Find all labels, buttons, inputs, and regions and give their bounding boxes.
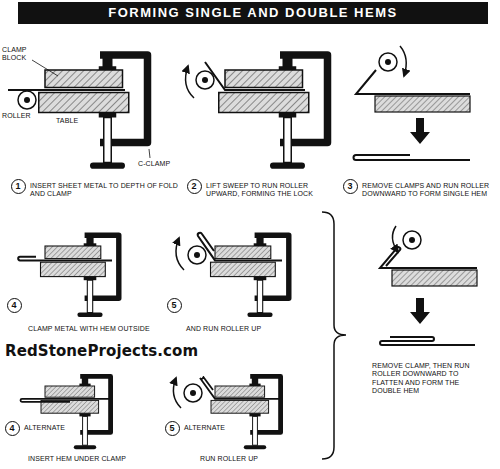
step-3-figure-part <box>379 53 397 71</box>
title: FORMING SINGLE AND DOUBLE HEMS <box>108 5 397 21</box>
step-4-figure-part <box>41 235 119 317</box>
step-3-figure-part <box>375 96 470 112</box>
step-1-figure <box>8 55 150 169</box>
bracket <box>322 212 346 459</box>
step-caption: AND RUN ROLLER UP <box>186 325 316 333</box>
double-hem-figure-part <box>403 231 421 249</box>
step-caption: INSERT HEM UNDER CLAMP <box>28 455 126 463</box>
step-4-alternate-figure-part <box>21 399 113 402</box>
step-number-text: 5 <box>171 300 176 310</box>
alternate-note: ALTERNATE <box>24 424 65 432</box>
motion-arrow <box>186 66 194 98</box>
step-number: 5 <box>167 298 182 313</box>
alternate-note: ALTERNATE <box>184 424 225 432</box>
step-5-figure-part <box>198 233 282 261</box>
step-5-alternate-figure-part <box>211 376 281 449</box>
step-4-alternate-figure <box>21 376 113 449</box>
step-2-figure-part <box>219 55 328 169</box>
step-2-figure-part <box>205 62 305 90</box>
step-caption: RUN ROLLER UP <box>200 455 258 463</box>
part-label: CLAMP BLOCK <box>2 46 36 63</box>
step-caption: LIFT SWEEP TO RUN ROLLER UPWARD, FORMING… <box>206 182 334 199</box>
motion-arrow <box>392 226 398 252</box>
step-3-figure <box>354 46 470 160</box>
step-caption: INSERT SHEET METAL TO DEPTH OF FOLD AND … <box>30 182 178 199</box>
part-label: C-CLAMP <box>138 160 170 168</box>
step-number-text: 1 <box>15 181 20 191</box>
step-4-figure <box>18 235 119 317</box>
double-hem-figure-part <box>392 270 477 286</box>
down-arrow <box>410 118 430 144</box>
step-caption: CLAMP METAL WITH HEM OUTSIDE <box>28 325 168 333</box>
motion-arrow <box>173 378 181 408</box>
step-4-alternate-figure-part <box>41 376 111 449</box>
title-bar <box>18 2 488 24</box>
step-number: 4 <box>5 421 20 436</box>
step-number: 4 <box>7 298 22 313</box>
motion-arrow <box>176 238 184 270</box>
step-number: 2 <box>187 179 202 194</box>
part-label: TABLE <box>56 117 78 125</box>
double-hem-figure-part <box>380 337 475 345</box>
step-number: 1 <box>11 179 26 194</box>
step-number-text: 4 <box>11 300 16 310</box>
step-number-text: 2 <box>191 181 196 191</box>
step-number: 3 <box>343 179 358 194</box>
step-2-figure <box>186 55 328 169</box>
step-5-alternate-figure-part <box>184 384 202 402</box>
step-number: 5 <box>165 421 180 436</box>
step-1-figure-part <box>18 91 36 109</box>
step-4-figure-part <box>18 257 112 261</box>
leader-line <box>149 149 150 158</box>
step-1-figure-part <box>39 55 148 169</box>
step-number-text: 3 <box>347 181 352 191</box>
step-number-text: 4 <box>9 423 14 433</box>
motion-arrow <box>400 46 406 76</box>
watermark: RedStoneProjects.com <box>5 342 198 360</box>
leader-line <box>32 60 58 76</box>
step-5-alternate-figure-part <box>200 377 280 399</box>
step-5-figure <box>176 233 289 317</box>
part-label: ROLLER <box>2 112 31 120</box>
step-2-figure-part <box>196 71 214 89</box>
step-5-alternate-figure <box>173 376 280 449</box>
step-caption: REMOVE CLAMPS AND RUN ROLLER DOWNWARD TO… <box>362 182 494 199</box>
double-hem-figure-part <box>380 247 477 268</box>
step-3-figure-part <box>354 155 470 160</box>
step-number-text: 5 <box>169 423 174 433</box>
step-5-figure-part <box>211 235 289 317</box>
double-hem-figure <box>380 226 477 345</box>
step-5-figure-part <box>188 246 206 264</box>
down-arrow <box>410 298 430 324</box>
step-3-figure-part <box>356 70 470 94</box>
step-caption: REMOVE CLAMP, THEN RUN ROLLER DOWNWARD T… <box>372 362 490 396</box>
